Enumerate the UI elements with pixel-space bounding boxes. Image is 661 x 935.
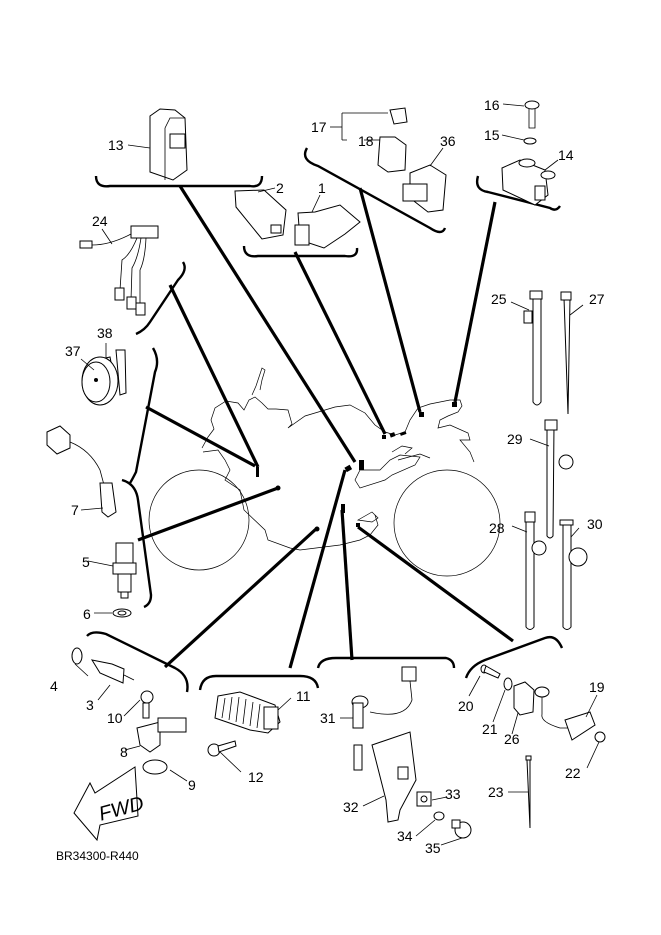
part-33-grommet[interactable] <box>416 791 432 807</box>
leader-lines <box>74 103 600 846</box>
callout-1: 1 <box>318 180 326 196</box>
motorcycle-outline <box>148 367 501 577</box>
part-25-band[interactable] <box>523 290 543 406</box>
callout-37: 37 <box>65 343 81 359</box>
callout-12: 12 <box>248 769 264 785</box>
callout-3: 3 <box>86 697 94 713</box>
part-34-collar[interactable] <box>433 811 445 821</box>
part-26-damper[interactable] <box>513 681 535 716</box>
callout-16: 16 <box>484 97 500 113</box>
callout-2: 2 <box>276 180 284 196</box>
part-1-ecu[interactable] <box>294 204 361 249</box>
part-31-neutral-switch[interactable] <box>351 666 417 771</box>
callout-33: 33 <box>445 786 461 802</box>
part-16-screw[interactable] <box>524 100 540 129</box>
callout-35: 35 <box>425 840 441 856</box>
callout-5: 5 <box>82 554 90 570</box>
part-36-flasher-relay[interactable] <box>402 164 447 213</box>
part-21-washer[interactable] <box>503 677 513 691</box>
part-20-bolt[interactable] <box>480 664 501 679</box>
part-30-band[interactable] <box>559 519 588 630</box>
part-37-horn[interactable] <box>81 349 127 406</box>
part-15-washer[interactable] <box>523 137 537 145</box>
callout-15: 15 <box>484 127 500 143</box>
callout-13: 13 <box>108 137 124 153</box>
callout-24: 24 <box>92 213 108 229</box>
part-11-rectifier-regulator[interactable] <box>214 691 281 734</box>
part-17-relay-assembly[interactable] <box>341 107 408 141</box>
part-2-ecu-cover[interactable] <box>234 189 287 240</box>
callout-labels: 13 2 1 17 18 36 16 15 14 24 38 37 7 5 6 … <box>50 97 605 856</box>
part-29-band[interactable] <box>544 419 574 539</box>
part-5-temperature-sensor[interactable] <box>112 542 137 599</box>
callout-18: 18 <box>358 133 374 149</box>
callout-19: 19 <box>589 679 605 695</box>
callout-17: 17 <box>311 119 327 135</box>
part-3-sensor[interactable] <box>90 659 135 684</box>
callout-10: 10 <box>107 710 123 726</box>
connector-lines <box>137 185 514 669</box>
callout-38: 38 <box>97 325 113 341</box>
callout-34: 34 <box>397 828 413 844</box>
callout-28: 28 <box>489 520 505 536</box>
callout-30: 30 <box>587 516 603 532</box>
callout-11: 11 <box>296 688 311 704</box>
part-27-band[interactable] <box>560 291 572 415</box>
part-23-band[interactable] <box>525 755 532 829</box>
callout-14: 14 <box>558 147 574 163</box>
part-19-sidestand-switch[interactable] <box>534 686 596 741</box>
part-32-bracket[interactable] <box>371 731 417 823</box>
part-8-crank-sensor[interactable] <box>136 717 187 753</box>
callout-26: 26 <box>504 731 520 747</box>
part-24-wire-harness[interactable] <box>79 225 159 316</box>
callout-4: 4 <box>50 678 58 694</box>
location-markers <box>256 402 457 532</box>
callout-20: 20 <box>458 698 474 714</box>
part-28-band[interactable] <box>524 511 547 630</box>
group-braces <box>86 147 564 693</box>
callout-25: 25 <box>491 291 507 307</box>
part-22-nut[interactable] <box>594 731 606 743</box>
callout-32: 32 <box>343 799 359 815</box>
part-7-oxygen-sensor[interactable] <box>46 425 117 518</box>
callout-21: 21 <box>482 721 498 737</box>
part-14-sensor[interactable] <box>501 158 556 206</box>
callout-27: 27 <box>589 291 605 307</box>
part-4-gasket[interactable] <box>71 647 83 665</box>
drawing-code: BR34300-R440 <box>56 849 139 863</box>
callout-8: 8 <box>120 744 128 760</box>
part-10-bolt[interactable] <box>140 690 154 719</box>
part-35-bolt[interactable] <box>451 819 472 839</box>
callout-9: 9 <box>188 777 196 793</box>
part-12-bolt[interactable] <box>207 740 237 757</box>
part-18-relay-cover[interactable] <box>377 136 407 173</box>
part-9-o-ring[interactable] <box>142 759 168 775</box>
callout-29: 29 <box>507 431 523 447</box>
callout-31: 31 <box>320 710 336 726</box>
callout-23: 23 <box>488 784 504 800</box>
callout-22: 22 <box>565 765 581 781</box>
part-13-relay[interactable] <box>149 108 188 181</box>
callout-6: 6 <box>83 606 91 622</box>
part-6-gasket[interactable] <box>112 608 132 618</box>
callout-36: 36 <box>440 133 456 149</box>
fwd-arrow: FWD <box>73 766 146 842</box>
callout-7: 7 <box>71 502 79 518</box>
